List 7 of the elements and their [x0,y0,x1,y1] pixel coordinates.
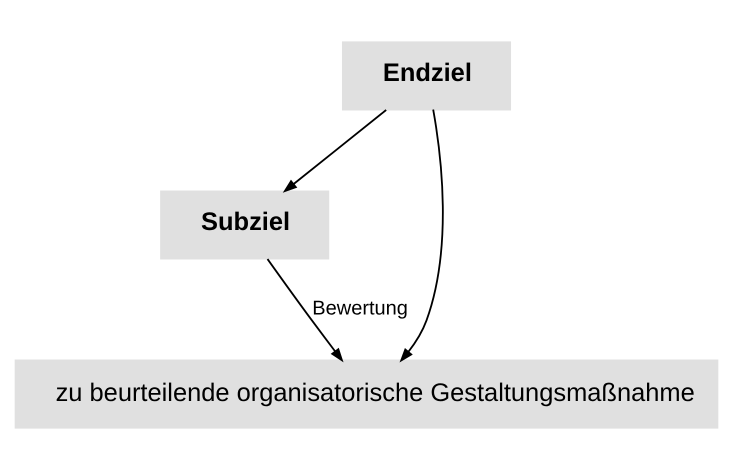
edge-label: Bewertung [312,298,408,320]
node-box: Subziel [160,190,330,260]
arrow [282,109,387,193]
node-box: zu beurteilende organisatorische Gestaltungsmaßnahme [14,360,718,429]
arrow [400,109,444,362]
arrow [266,258,344,362]
node-box: Endziel [342,41,512,110]
